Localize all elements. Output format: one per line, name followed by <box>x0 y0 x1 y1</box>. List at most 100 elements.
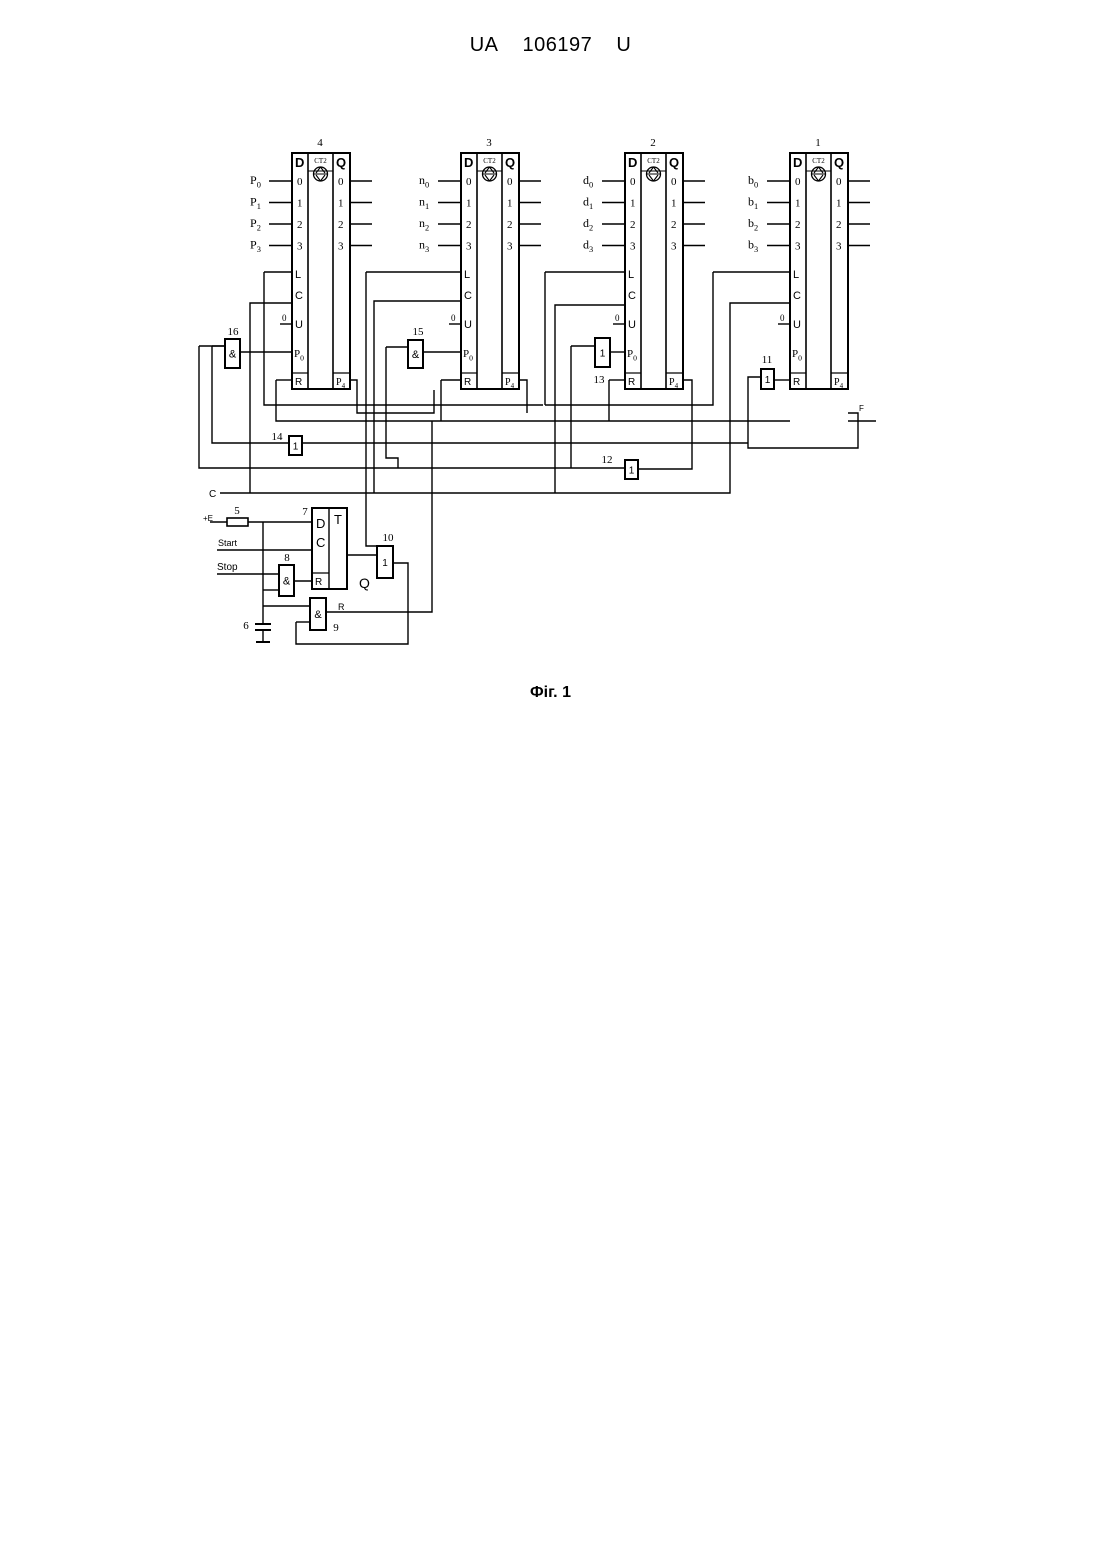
trigger-7-output-label: Q <box>359 575 370 591</box>
carry-wire-3 <box>519 380 527 413</box>
counter-2-title: СТ2 <box>647 157 660 165</box>
counter-2-number: 2 <box>650 137 656 149</box>
counter-2-d-header: D <box>628 155 637 170</box>
stop-label: Stop <box>217 562 238 573</box>
gate-16-symbol: & <box>229 349 237 361</box>
counter-1-title: СТ2 <box>812 157 825 165</box>
gate-14-number: 14 <box>272 431 284 443</box>
counter-4-q-index: 0 <box>338 176 344 188</box>
counter-2-input-label: d2 <box>583 216 593 233</box>
counter-3-pin-clock: C <box>464 290 472 302</box>
resistor-5-number: 5 <box>234 505 240 517</box>
trigger-7-title: T <box>334 512 342 527</box>
counter-4-pin-clock: C <box>295 290 303 302</box>
counter-1-pin-zero: 0 <box>780 313 785 323</box>
load-wire-10 <box>366 272 377 546</box>
counter-2-d-index: 0 <box>630 176 636 188</box>
clock-wire-4 <box>250 303 292 493</box>
trigger-7-number: 7 <box>302 506 308 518</box>
counter-2-q-header: Q <box>669 155 679 170</box>
trigger-7-pin-r: R <box>315 577 322 588</box>
counter-3-q-index: 2 <box>507 219 513 231</box>
counter-4-q-header: Q <box>336 155 346 170</box>
gate-13-number: 13 <box>594 374 606 386</box>
counter-3-number: 3 <box>486 137 492 149</box>
capacitor-6-number: 6 <box>243 620 249 632</box>
gate-8-symbol: & <box>283 576 291 588</box>
counter-3-d-index: 2 <box>466 219 472 231</box>
counter-4-number: 4 <box>317 137 323 149</box>
counter-2-d-index: 2 <box>630 219 636 231</box>
counter-2-pin-clock: C <box>628 290 636 302</box>
counter-2-q-index: 1 <box>671 198 677 210</box>
gate-8-number: 8 <box>284 552 290 564</box>
trigger-7-pin-d: D <box>316 516 325 531</box>
counter-4-pin-zero: 0 <box>282 313 287 323</box>
counter-3-title: СТ2 <box>483 157 496 165</box>
counter-3-d-index: 0 <box>466 176 472 188</box>
counter-3-input-label: n1 <box>419 195 429 212</box>
counter-1-pin-updown: U <box>793 319 801 331</box>
gate-10-symbol: 1 <box>382 558 388 569</box>
counter-3-q-index: 0 <box>507 176 513 188</box>
clock-bus-label: C <box>209 489 216 500</box>
counter-1-d-index: 3 <box>795 241 801 253</box>
gate-12-symbol: 1 <box>629 466 635 477</box>
reset-line-label: R <box>338 602 345 612</box>
counter-2-q-index: 0 <box>671 176 677 188</box>
counter-1-q-index: 1 <box>836 198 842 210</box>
counter-2-q-index: 2 <box>671 219 677 231</box>
counter-3-q-index: 3 <box>507 241 513 253</box>
counter-2-pin-reset: R <box>628 377 635 388</box>
counter-1-pin-reset: R <box>793 377 800 388</box>
counter-4-d-index: 2 <box>297 219 303 231</box>
counter-4-d-index: 3 <box>297 241 303 253</box>
counter-1-number: 1 <box>815 137 821 149</box>
figure-caption: Фiг. 1 <box>0 684 1101 702</box>
counter-1-pin-clock: C <box>793 290 801 302</box>
gate-13-symbol: 1 <box>600 349 606 360</box>
gate-16-number: 16 <box>228 326 240 338</box>
counter-1-input-label: b1 <box>748 195 758 212</box>
counter-2-q-index: 3 <box>671 241 677 253</box>
gate-15-wire <box>386 347 398 468</box>
counter-4-d-index: 1 <box>297 198 303 210</box>
counter-1-d-index: 2 <box>795 219 801 231</box>
counter-2-input-label: d0 <box>583 173 593 190</box>
counter-1-d-index: 1 <box>795 198 801 210</box>
counter-1-q-index: 0 <box>836 176 842 188</box>
counter-1-d-index: 0 <box>795 176 801 188</box>
counter-3-pin-zero: 0 <box>451 313 456 323</box>
gate-12-number: 12 <box>602 454 613 466</box>
counter-2-input-label: d1 <box>583 195 593 212</box>
start-label: Start <box>218 538 238 548</box>
counter-4-d-header: D <box>295 155 304 170</box>
gate-11-symbol: 1 <box>765 375 771 386</box>
counter-4-q-index: 3 <box>338 241 344 253</box>
counter-2-d-index: 3 <box>630 241 636 253</box>
counter-1-pin-load: L <box>793 269 799 281</box>
gate-10-number: 10 <box>383 532 395 544</box>
counter-4-input-label: P3 <box>250 238 261 255</box>
counter-3-d-header: D <box>464 155 473 170</box>
counter-3-pin-updown: U <box>464 319 472 331</box>
counter-1-input-label: b3 <box>748 238 758 255</box>
counter-3-input-label: n2 <box>419 216 429 233</box>
gate-11-number: 11 <box>762 354 773 366</box>
counter-1-input-label: b0 <box>748 173 758 190</box>
clock-wire-2 <box>555 305 625 493</box>
counter-2-pin-zero: 0 <box>615 313 620 323</box>
counter-3-d-index: 1 <box>466 198 472 210</box>
resistor-5 <box>227 518 248 526</box>
gate-9-number: 9 <box>333 622 339 634</box>
counter-2-pin-load: L <box>628 269 634 281</box>
counter-4-q-index: 1 <box>338 198 344 210</box>
counter-2-pin-updown: U <box>628 319 636 331</box>
counter-4-pin-reset: R <box>295 377 302 388</box>
counter-4-d-index: 0 <box>297 176 303 188</box>
counter-2-d-index: 1 <box>630 198 636 210</box>
carry-wire-4 <box>350 380 434 413</box>
counter-4-input-label: P2 <box>250 216 261 233</box>
counter-3-pin-reset: R <box>464 377 471 388</box>
